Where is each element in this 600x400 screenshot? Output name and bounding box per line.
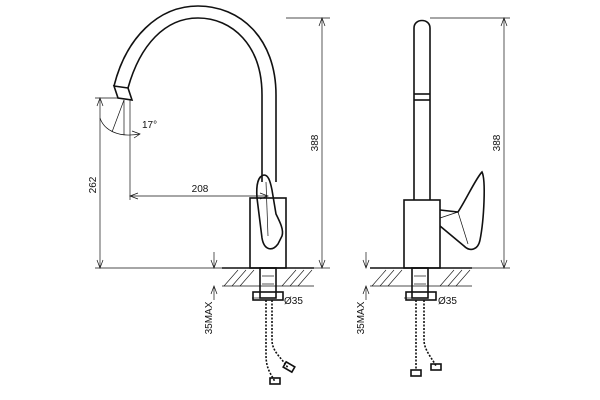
- front-height-label: 388: [310, 134, 321, 151]
- front-nut: [252, 291, 284, 301]
- front-hose-left: [265, 300, 276, 383]
- front-lever-inner: [265, 181, 269, 237]
- side-body: [403, 199, 441, 269]
- side-spout: [413, 19, 431, 200]
- front-hose-right: [271, 300, 289, 369]
- angle-arc: [99, 117, 141, 136]
- front-spout-outer: [127, 17, 263, 182]
- spout-reach-label: 208: [192, 184, 209, 195]
- side-hose-right: [423, 300, 437, 367]
- front-spout-inner: [113, 5, 277, 182]
- side-view: 388 35MAX Ø35: [356, 17, 510, 377]
- side-diameter-label: Ø35: [438, 296, 457, 307]
- side-lever: [439, 170, 485, 251]
- front-aerator: [112, 85, 134, 101]
- front-diameter-label: Ø35: [284, 296, 303, 307]
- angle-label: 17°: [142, 120, 157, 131]
- side-shank: [411, 267, 429, 299]
- front-counter-hatch: [223, 269, 313, 287]
- front-shank: [259, 267, 277, 299]
- front-view: 388 262 208 17° 35MAX Ø35: [88, 5, 330, 385]
- side-nut: [405, 291, 437, 301]
- spout-height-label: 262: [88, 176, 99, 193]
- side-height-label: 388: [492, 134, 503, 151]
- front-lever: [255, 174, 284, 250]
- front-max-thickness-label: 35MAX: [204, 301, 215, 334]
- side-counter-hatch: [371, 269, 471, 287]
- side-max-thickness-label: 35MAX: [356, 301, 367, 334]
